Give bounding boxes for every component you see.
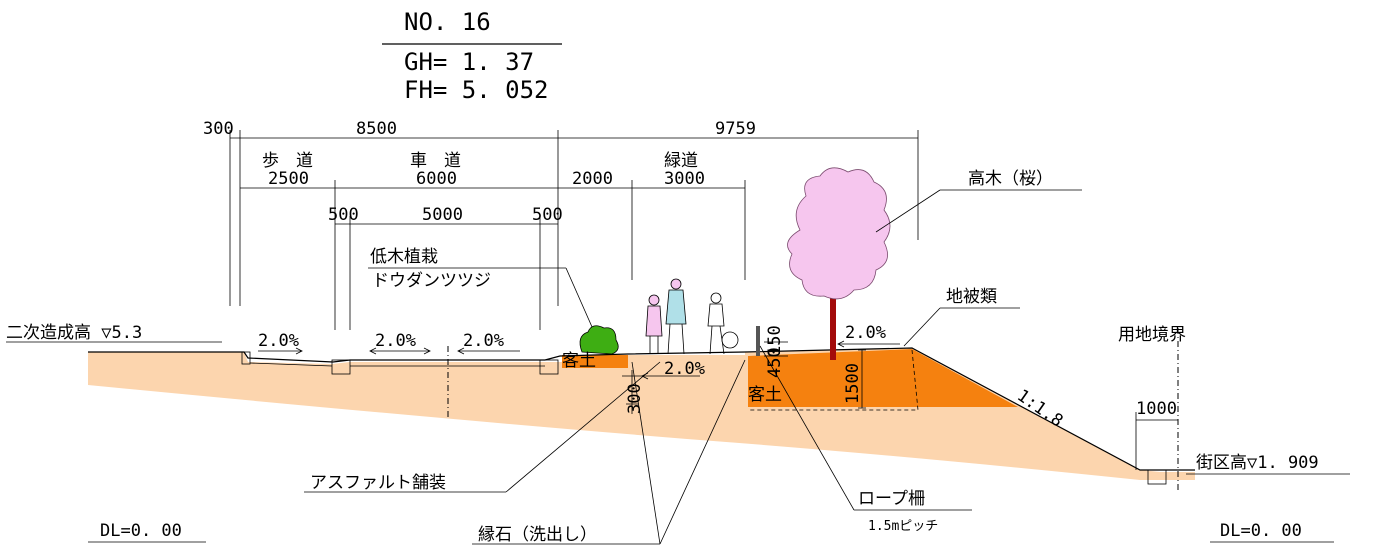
fill-soil-right bbox=[748, 349, 1018, 407]
label-roadway: 車 道 bbox=[410, 151, 461, 171]
datum-left: DL=0. 00 bbox=[100, 521, 182, 541]
slope-road-left: 2.0% bbox=[375, 331, 416, 351]
section-number: NO. 16 bbox=[404, 8, 491, 36]
datum-right: DL=0. 00 bbox=[1220, 521, 1302, 541]
dim-8500: 8500 bbox=[356, 119, 397, 139]
label-sidewalk: 歩 道 bbox=[262, 151, 313, 171]
secondary-grading-height: 二次造成高 ▽5.3 bbox=[6, 323, 142, 343]
dim-1000: 1000 bbox=[1136, 399, 1177, 419]
ground-height: GH= 1. 37 bbox=[404, 48, 534, 76]
rope-fence-post bbox=[756, 326, 760, 356]
dim-450: 450 bbox=[765, 347, 785, 378]
shrub-icon bbox=[579, 325, 619, 355]
dim-2500: 2500 bbox=[268, 169, 309, 189]
slope-greenway: 2.0% bbox=[664, 359, 705, 379]
dim-500-left: 500 bbox=[328, 205, 359, 225]
dim-6000: 6000 bbox=[416, 169, 457, 189]
tall-tree-cherry-icon bbox=[787, 167, 891, 360]
dim-300-vertical: 300 bbox=[625, 383, 645, 414]
dim-2000: 2000 bbox=[572, 169, 613, 189]
fill-soil-left bbox=[562, 355, 628, 368]
slope-sidewalk: 2.0% bbox=[258, 331, 299, 351]
dim-500-right: 500 bbox=[532, 205, 563, 225]
asphalt-label: アスファルト舗装 bbox=[310, 473, 446, 493]
curb-label: 縁石（洗出し） bbox=[478, 525, 597, 545]
finish-height: FH= 5. 052 bbox=[404, 76, 549, 104]
ground-cover-label: 地被類 bbox=[946, 287, 997, 307]
dim-150: 150 bbox=[765, 325, 785, 356]
block-height-label: 街区高▽1. 909 bbox=[1196, 453, 1319, 473]
tall-tree-label: 高木（桜） bbox=[968, 169, 1053, 189]
slope-embankment: 2.0% bbox=[845, 323, 886, 343]
rope-fence-label: ロープ柵 bbox=[858, 489, 925, 509]
land-boundary-label: 用地境界 bbox=[1118, 325, 1186, 345]
fill-soil-left-label: 客土 bbox=[562, 351, 596, 371]
shrub-species-label: ドウダンツツジ bbox=[372, 271, 491, 291]
dim-300: 300 bbox=[203, 119, 234, 139]
pedestrian-figures-icon bbox=[645, 278, 739, 355]
shrub-planting-label: 低木植栽 bbox=[370, 247, 438, 267]
dim-5000: 5000 bbox=[422, 205, 463, 225]
dim-3000: 3000 bbox=[664, 169, 705, 189]
label-greenway: 緑道 bbox=[664, 151, 698, 171]
fill-soil-right-label: 客土 bbox=[748, 385, 782, 405]
rope-pitch-label: 1.5mピッチ bbox=[868, 519, 938, 534]
dim-1500: 1500 bbox=[843, 363, 863, 404]
dim-9759: 9759 bbox=[715, 119, 756, 139]
slope-road-right: 2.0% bbox=[463, 331, 504, 351]
